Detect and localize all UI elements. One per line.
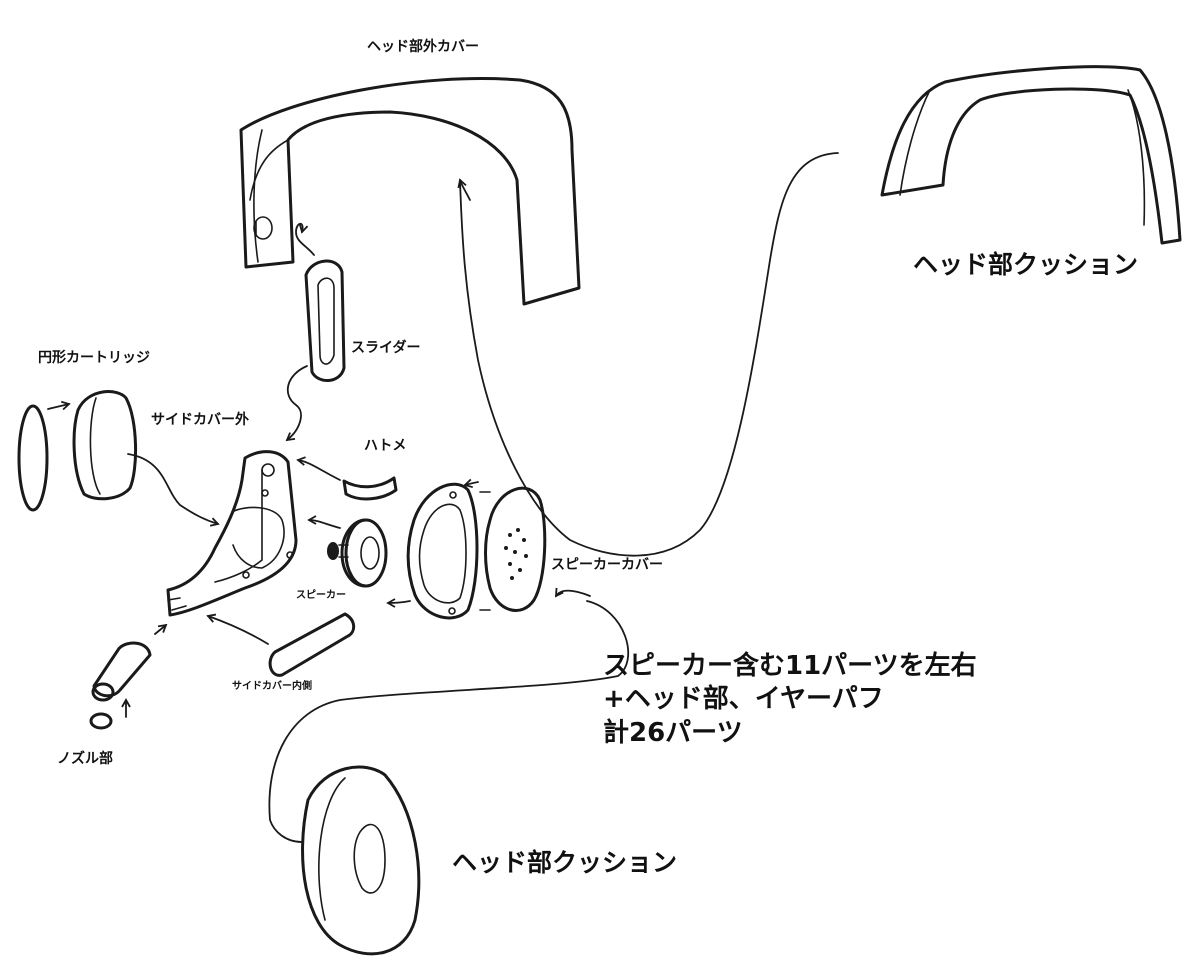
note-line-3: 計26パーツ (603, 717, 743, 748)
label-circular-cartridge: 円形カートリッジ (38, 350, 150, 366)
circular-cartridge-part (17, 390, 138, 512)
slider-part (304, 259, 346, 382)
speaker-cover-part (479, 486, 547, 612)
label-side-cover-inner: サイドカバー内側 (232, 681, 312, 692)
label-speaker: スピーカー (296, 590, 346, 601)
label-head-cushion-top: ヘッド部クッション (913, 250, 1139, 279)
speaker-part (327, 518, 388, 588)
parts-count-note: スピーカー含む11パーツを左右 +ヘッド部、イヤーパフ 計26パーツ (603, 650, 977, 750)
label-speaker-cover: スピーカーカバー (551, 557, 663, 573)
speaker-ring-part (406, 482, 479, 620)
head-outer-cover-part (239, 77, 581, 306)
label-head-cushion-bottom: ヘッド部クッション (452, 848, 678, 877)
side-cover-outer-part (166, 450, 298, 617)
head-cushion-bottom-part (301, 765, 421, 956)
label-nozzle: ノズル部 (57, 751, 113, 767)
label-slider: スライダー (351, 340, 421, 356)
speaker-cover-holes (504, 528, 528, 580)
eyelet-part (342, 476, 398, 501)
side-cover-inner-part (268, 612, 356, 677)
nozzle-part (89, 641, 152, 730)
assembly-arrows (47, 152, 839, 843)
label-head-outer-cover: ヘッド部外カバー (367, 39, 479, 55)
head-cushion-top-part (880, 65, 1182, 245)
note-line-2: +ヘッド部、イヤーパフ (603, 684, 884, 715)
note-line-1: スピーカー含む11パーツを左右 (603, 651, 977, 681)
label-side-cover-outer: サイドカバー外 (151, 412, 249, 428)
label-eyelet: ハトメ (364, 438, 407, 454)
